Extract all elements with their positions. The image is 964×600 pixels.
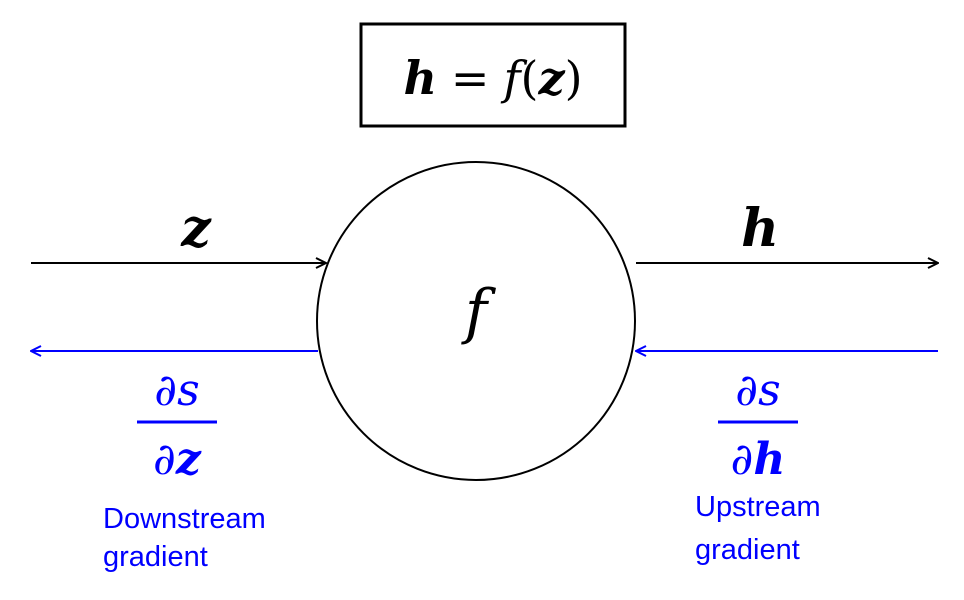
downstream-denominator: ∂z — [153, 434, 202, 485]
downstream-numerator: ∂s — [154, 365, 199, 416]
upstream-gradient-fraction: ∂s ∂h — [718, 365, 798, 485]
downstream-denominator-partial: ∂ — [153, 434, 176, 485]
downstream-caption-line2: gradient — [103, 541, 208, 573]
equation-arg: z — [537, 51, 565, 105]
upstream-denominator-var: h — [753, 434, 785, 485]
upstream-denominator-partial: ∂ — [731, 434, 754, 485]
upstream-numerator: ∂s — [735, 365, 780, 416]
equation-text: h=f(z) — [403, 51, 582, 105]
downstream-denominator-var: z — [175, 434, 202, 485]
upstream-caption-line1: Upstream — [695, 491, 821, 523]
downstream-gradient-fraction: ∂s ∂z — [137, 365, 217, 485]
upstream-caption-line2: gradient — [695, 534, 800, 566]
output-label: h — [741, 198, 779, 259]
function-node — [316, 161, 636, 481]
downstream-caption-line1: Downstream — [103, 503, 266, 535]
upstream-denominator: ∂h — [731, 434, 786, 485]
equation-equals: = — [451, 51, 490, 105]
equation-open-paren: ( — [521, 51, 539, 105]
input-label: z — [180, 198, 212, 259]
node-label: f — [461, 277, 497, 347]
equation-lhs: h — [403, 51, 436, 105]
equation-box — [359, 22, 627, 128]
equation-close-paren: ) — [565, 51, 583, 105]
